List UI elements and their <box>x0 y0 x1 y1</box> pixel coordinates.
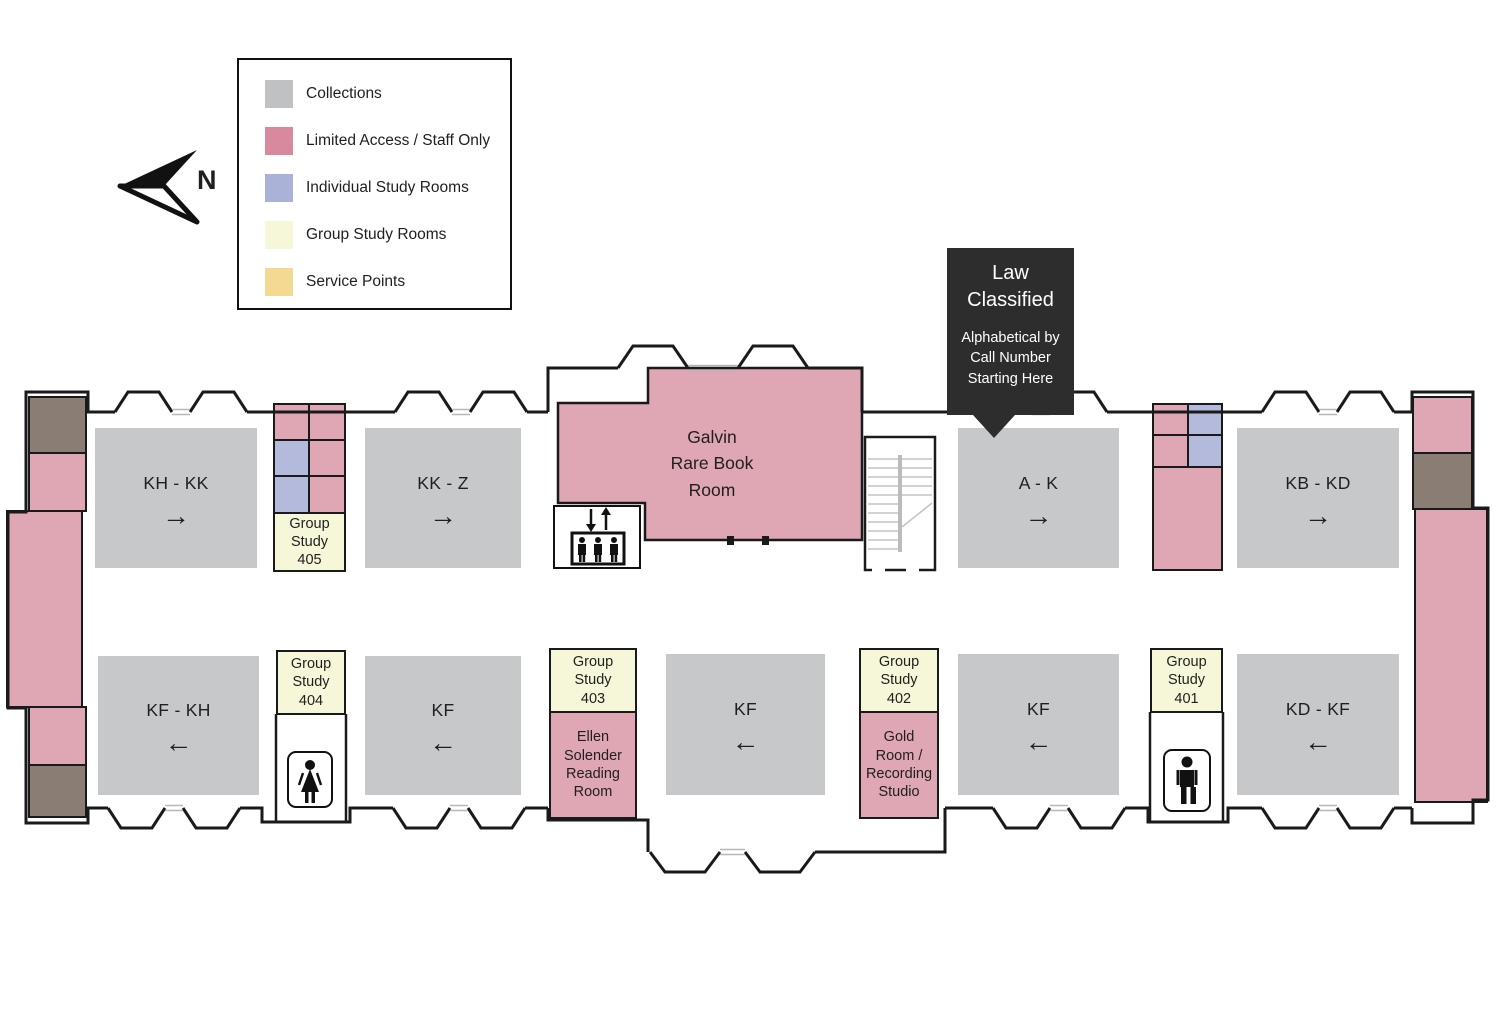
legend-row: Collections <box>239 70 510 117</box>
room-kf-kh: KF - KH ← <box>98 656 259 795</box>
legend-label: Service Points <box>306 272 406 290</box>
room-label: KH - KK <box>143 472 209 493</box>
staff-only-room <box>1412 396 1473 454</box>
room-group-study-404: Group Study 404 <box>276 650 346 715</box>
elevator-icon <box>553 505 641 569</box>
staff-only-room <box>308 439 346 477</box>
legend-label: Collections <box>306 84 382 102</box>
group-study-swatch <box>265 220 293 249</box>
limited-access-swatch <box>265 126 293 155</box>
staff-only-room <box>28 706 87 766</box>
room-group-study-405: Group Study 405 <box>273 512 346 572</box>
legend-row: Group Study Rooms <box>239 211 510 258</box>
collections-swatch <box>265 79 293 108</box>
room-group-study-403: Group Study 403 <box>549 648 637 713</box>
room-kk-z: KK - Z → <box>365 428 521 568</box>
room-label: Group Study 402 <box>878 654 920 707</box>
room-label: Group Study 403 <box>572 654 614 707</box>
direction-arrow: ← <box>164 727 193 759</box>
individual-study-room <box>1187 403 1223 436</box>
room-label: Group Study 405 <box>289 515 330 569</box>
direction-arrow: ← <box>1024 726 1053 758</box>
direction-arrow: ← <box>731 726 760 758</box>
direction-arrow: ← <box>1304 726 1332 758</box>
mens-restroom-icon <box>1163 749 1211 812</box>
service-points-swatch <box>265 267 293 296</box>
direction-arrow: → <box>429 499 457 531</box>
room-group-study-401: Group Study 401 <box>1150 648 1223 713</box>
individual-study-room <box>273 475 310 514</box>
stair-core-room <box>28 764 87 818</box>
room-label: KF - KH <box>146 700 211 721</box>
room-group-study-402: Group Study 402 <box>859 648 939 713</box>
staff-only-room <box>1152 466 1223 571</box>
room-label: KB - KD <box>1285 472 1351 493</box>
legend-row: Limited Access / Staff Only <box>239 117 510 164</box>
stairs-icon <box>863 435 937 573</box>
staff-only-room <box>308 475 346 514</box>
stair-core-room <box>1412 452 1473 510</box>
staff-only-room <box>308 403 346 441</box>
legend-label: Limited Access / Staff Only <box>306 131 491 149</box>
legend-label: Individual Study Rooms <box>306 178 469 196</box>
room-kb-kd: KB - KD → <box>1237 428 1399 568</box>
compass-north-label: N <box>197 165 217 195</box>
callout-body: Alphabetical by Call Number Starting Her… <box>961 330 1060 387</box>
staff-only-room <box>6 510 83 708</box>
room-kf: KF ← <box>365 656 521 795</box>
room-label: Ellen Solender Reading Room <box>563 729 623 801</box>
room-label: Galvin Rare Book Room <box>670 427 754 500</box>
room-label: KF <box>1027 699 1050 720</box>
individual-study-room <box>273 439 310 477</box>
stair-core-room <box>28 396 87 454</box>
room-gold-recording-studio: Gold Room / Recording Studio <box>859 711 939 819</box>
womens-restroom-icon <box>287 751 333 808</box>
room-label: A - K <box>1018 472 1059 493</box>
legend-row: Service Points <box>239 258 510 305</box>
callout-title: Law Classified <box>967 262 1054 311</box>
direction-arrow: ← <box>429 727 457 759</box>
individual-study-room <box>1187 434 1223 468</box>
staff-only-room <box>1152 403 1189 436</box>
room-label: KF <box>734 699 757 720</box>
legend-row: Individual Study Rooms <box>239 164 510 211</box>
room-label: Group Study 404 <box>290 656 332 709</box>
staff-only-room <box>1152 434 1189 468</box>
direction-arrow: → <box>1024 499 1053 531</box>
room-label: KF <box>431 700 455 721</box>
direction-arrow: → <box>1304 499 1332 531</box>
room-label: KK - Z <box>417 472 469 493</box>
individual-study-swatch <box>265 173 293 202</box>
room-kh-kk: KH - KK → <box>95 428 257 568</box>
staff-only-room <box>1414 508 1488 803</box>
staff-only-room <box>273 403 310 441</box>
direction-arrow: → <box>162 499 190 531</box>
room-label: Group Study 401 <box>1166 654 1207 707</box>
compass-icon <box>117 150 200 225</box>
room-label: Gold Room / Recording Studio <box>865 729 933 801</box>
legend: Collections Limited Access / Staff Only … <box>237 58 512 310</box>
room-kf: KF ← <box>666 654 825 795</box>
room-kd-kf: KD - KF ← <box>1237 654 1399 795</box>
room-ellen-solender-reading: Ellen Solender Reading Room <box>549 711 637 819</box>
room-kf: KF ← <box>958 654 1119 795</box>
legend-label: Group Study Rooms <box>306 225 447 243</box>
room-label: KD - KF <box>1285 699 1351 720</box>
staff-only-room <box>28 452 87 512</box>
law-classified-callout: Law Classified Alphabetical by Call Numb… <box>947 248 1074 438</box>
room-a-k: A - K → <box>958 428 1119 568</box>
